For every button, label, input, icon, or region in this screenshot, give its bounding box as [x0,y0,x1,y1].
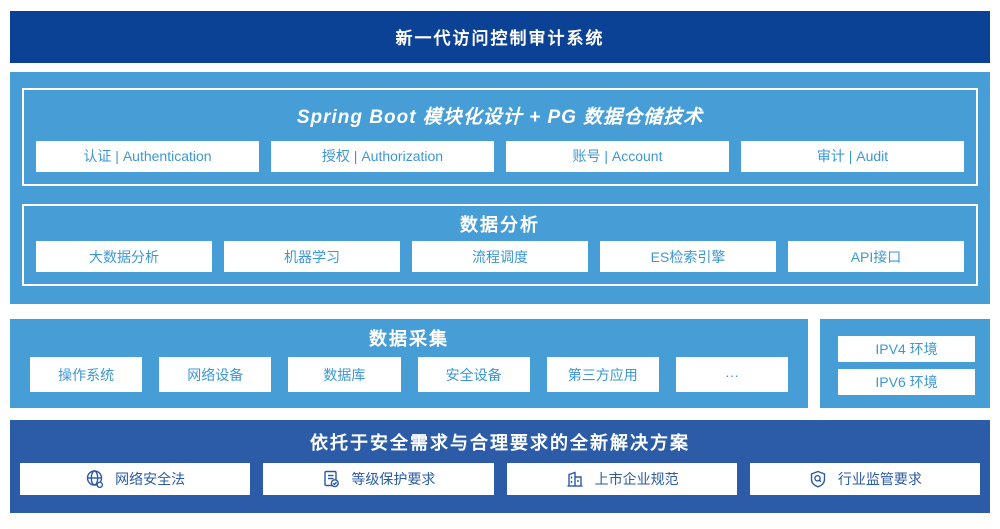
globe-icon [85,469,105,489]
network-env-panel: IPV4 环境 IPV6 环境 [820,319,990,409]
solution-section: 依托于安全需求与合理要求的全新解决方案 网络安全法 [10,420,990,513]
system-title: 新一代访问控制审计系统 [395,29,605,49]
building-icon [565,469,585,489]
analysis-box-workflow: 流程调度 [412,241,588,273]
collection-section: 数据采集 操作系统 网络设备 数据库 安全设备 第三方应用 ··· [10,319,808,409]
solution-box-listed-company: 上市企业规范 [506,462,737,495]
collection-box-database: 数据库 [288,357,401,393]
solution-label: 网络安全法 [115,470,186,487]
module-box-authentication: 认证 | Authentication [36,140,259,172]
collection-box-thirdparty: 第三方应用 [546,357,659,393]
collection-box-os: 操作系统 [30,357,143,393]
ipv6-box: IPV6 环境 [838,369,975,396]
solution-box-industry-regulation: 行业监管要求 [749,462,980,495]
solution-label: 等级保护要求 [351,470,436,487]
module-box-audit: 审计 | Audit [741,140,964,172]
solution-label: 上市企业规范 [594,470,679,487]
document-check-icon [321,469,341,489]
analysis-box-api: API接口 [788,241,964,273]
collection-title: 数据采集 [369,329,449,350]
ipv4-box: IPV4 环境 [838,336,975,363]
analysis-box-bigdata: 大数据分析 [36,241,212,273]
collection-box-more: ··· [675,357,789,393]
analysis-panel: 数据分析 大数据分析 机器学习 流程调度 ES检索引擎 API接口 [22,204,978,287]
modules-panel-title: Spring Boot 模块化设计 + PG 数据仓储技术 [296,106,704,128]
collection-row: 数据采集 操作系统 网络设备 数据库 安全设备 第三方应用 ··· IPV4 环… [10,319,990,409]
collection-box-network-device: 网络设备 [159,357,272,393]
solution-row: 网络安全法 等级保护要求 [20,462,980,495]
top-banner: 新一代访问控制审计系统 [10,11,990,63]
collection-box-security-device: 安全设备 [417,357,530,393]
module-box-authorization: 授权 | Authorization [271,140,494,172]
collection-items-row: 操作系统 网络设备 数据库 安全设备 第三方应用 ··· [30,357,789,393]
shield-search-icon [808,469,828,489]
analysis-row: 大数据分析 机器学习 流程调度 ES检索引擎 API接口 [36,241,964,273]
modules-row: 认证 | Authentication 授权 | Authorization 账… [36,140,964,172]
platform-section: Spring Boot 模块化设计 + PG 数据仓储技术 认证 | Authe… [10,71,990,305]
solution-box-grade-protection: 等级保护要求 [263,462,494,495]
solution-title: 依托于安全需求与合理要求的全新解决方案 [310,432,690,453]
solution-label: 行业监管要求 [837,470,922,487]
analysis-panel-title: 数据分析 [460,214,540,235]
modules-panel: Spring Boot 模块化设计 + PG 数据仓储技术 认证 | Authe… [22,87,978,186]
module-box-account: 账号 | Account [506,140,729,172]
solution-box-cybersecurity-law: 网络安全法 [20,462,251,495]
analysis-box-ml: 机器学习 [224,241,400,273]
analysis-box-es: ES检索引擎 [600,241,776,273]
